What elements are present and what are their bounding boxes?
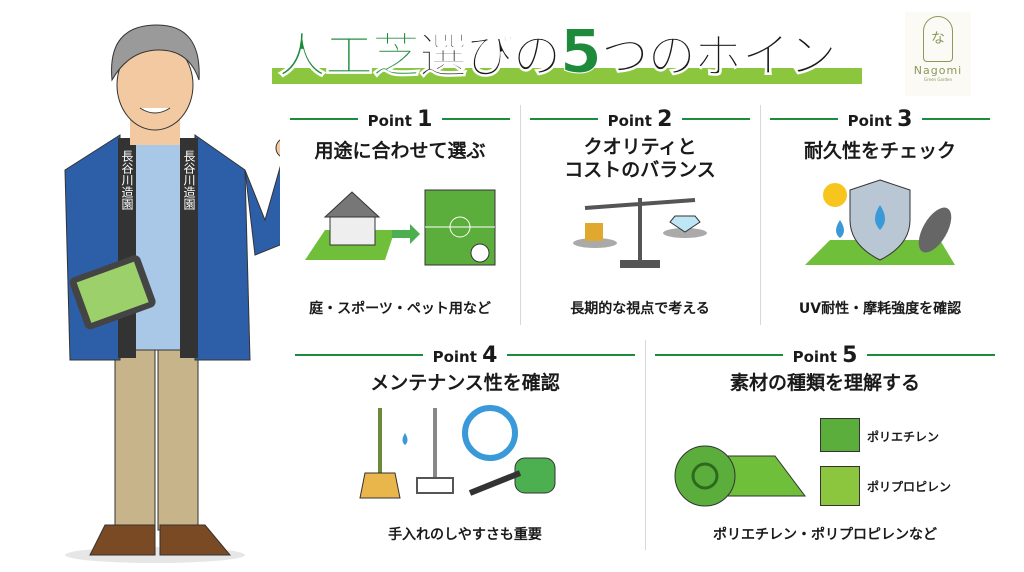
material-label: ポリプロピレン [867,480,952,494]
logo-name: Nagomi [913,64,963,77]
maintenance-tools-icon [359,405,556,499]
title-part: つのポイン [600,28,837,85]
scale-icon [573,198,707,268]
point-heading: クオリティと コストのバランス [564,136,716,181]
logo-sub: Green Garden [923,77,953,82]
durability-icon [805,179,955,265]
title-part: 人工芝 [277,28,420,85]
polyethylene-swatch [820,418,860,452]
title-part: 選びの [419,28,562,85]
collar-text: 長谷川造園 [182,150,196,210]
page-title: 人工芝選びの5つのポイン [272,22,862,85]
point-4-card: Point 4 メンテナンス性を確認 手入れのしやすさも重要 [295,342,635,554]
point-label: Point 4 [432,342,498,368]
point-label: Point 1 [367,106,433,132]
point-heading: メンテナンス性を確認 [370,372,560,394]
point-2-card: Point 2 クオリティと コストのバランス 長期的な視点で考える [530,106,750,328]
point-5-card: Point 5 素材の種類を理解する ポリエチレン ポリプロピレン ポリエチレン… [655,342,995,554]
point-heading: 耐久性をチェック [803,140,956,162]
point-caption: 庭・スポーツ・ペット用など [309,301,491,317]
gardener-character-illustration: 長谷川造園 長谷川造園 [64,24,280,563]
material-label: ポリエチレン [867,430,940,444]
title-underline [272,68,862,84]
collar-text: 長谷川造園 [120,150,134,210]
point-caption: ポリエチレン・ポリプロピレンなど [713,527,937,543]
point-heading: 用途に合わせて選ぶ [314,140,486,162]
polypropylene-swatch [820,466,860,506]
point-label: Point 3 [847,106,913,132]
turf-roll-icon [674,445,806,507]
logo-mark: な [923,16,953,62]
point-caption: UV耐性・摩耗強度を確認 [798,301,962,317]
nagomi-logo: な Nagomi Green Garden [905,12,971,96]
point-label: Point 2 [607,106,673,132]
point-label: Point 5 [792,342,858,368]
point-caption: 長期的な視点で考える [570,301,710,317]
point-3-card: Point 3 耐久性をチェック UV耐性・摩耗強度を確認 [770,106,990,328]
point-1-card: Point 1 用途に合わせて選ぶ 庭・スポーツ・ペット用など [290,106,510,328]
point-heading: 素材の種類を理解する [729,372,920,394]
title-part: 5 [560,17,603,87]
house-to-field-icon [305,189,496,266]
point-caption: 手入れのしやすさも重要 [388,527,542,543]
